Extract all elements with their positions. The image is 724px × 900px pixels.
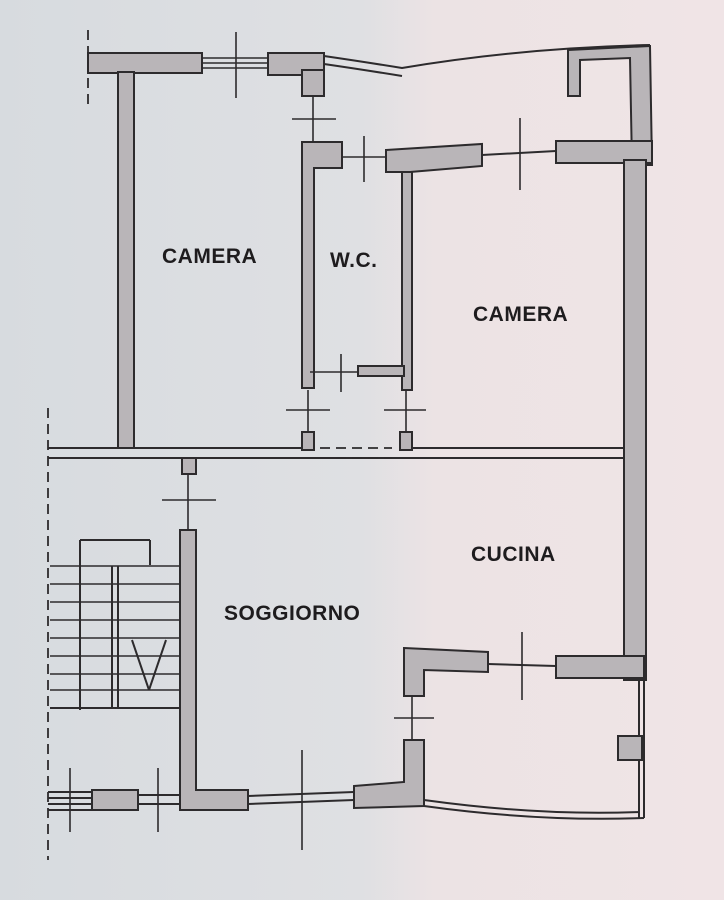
door-camera-left-top <box>292 96 336 142</box>
wall-soggiorno-left <box>179 529 249 811</box>
door-wc <box>310 354 358 392</box>
wall-camera-right-top <box>385 118 557 190</box>
exterior-wall-bottom <box>48 739 645 850</box>
window-top-left <box>202 32 268 98</box>
exterior-wall-top <box>87 44 651 97</box>
wall-wc <box>301 141 413 451</box>
room-label-wc: W.C. <box>330 249 378 272</box>
door-passage-marks <box>286 390 426 432</box>
exterior-wall-right <box>555 44 654 818</box>
room-label-cucina: CUCINA <box>471 543 556 566</box>
room-label-soggiorno: SOGGIORNO <box>224 602 360 625</box>
room-label-camera-left: CAMERA <box>162 245 257 268</box>
door-wc-top <box>342 136 388 182</box>
wall-cucina-lower <box>394 632 557 740</box>
door-soggiorno-top <box>162 474 216 530</box>
wall-middle-horizontal <box>48 447 624 475</box>
staircase <box>47 408 182 860</box>
room-label-camera-right: CAMERA <box>473 303 568 326</box>
wall-camera-left <box>48 71 135 449</box>
